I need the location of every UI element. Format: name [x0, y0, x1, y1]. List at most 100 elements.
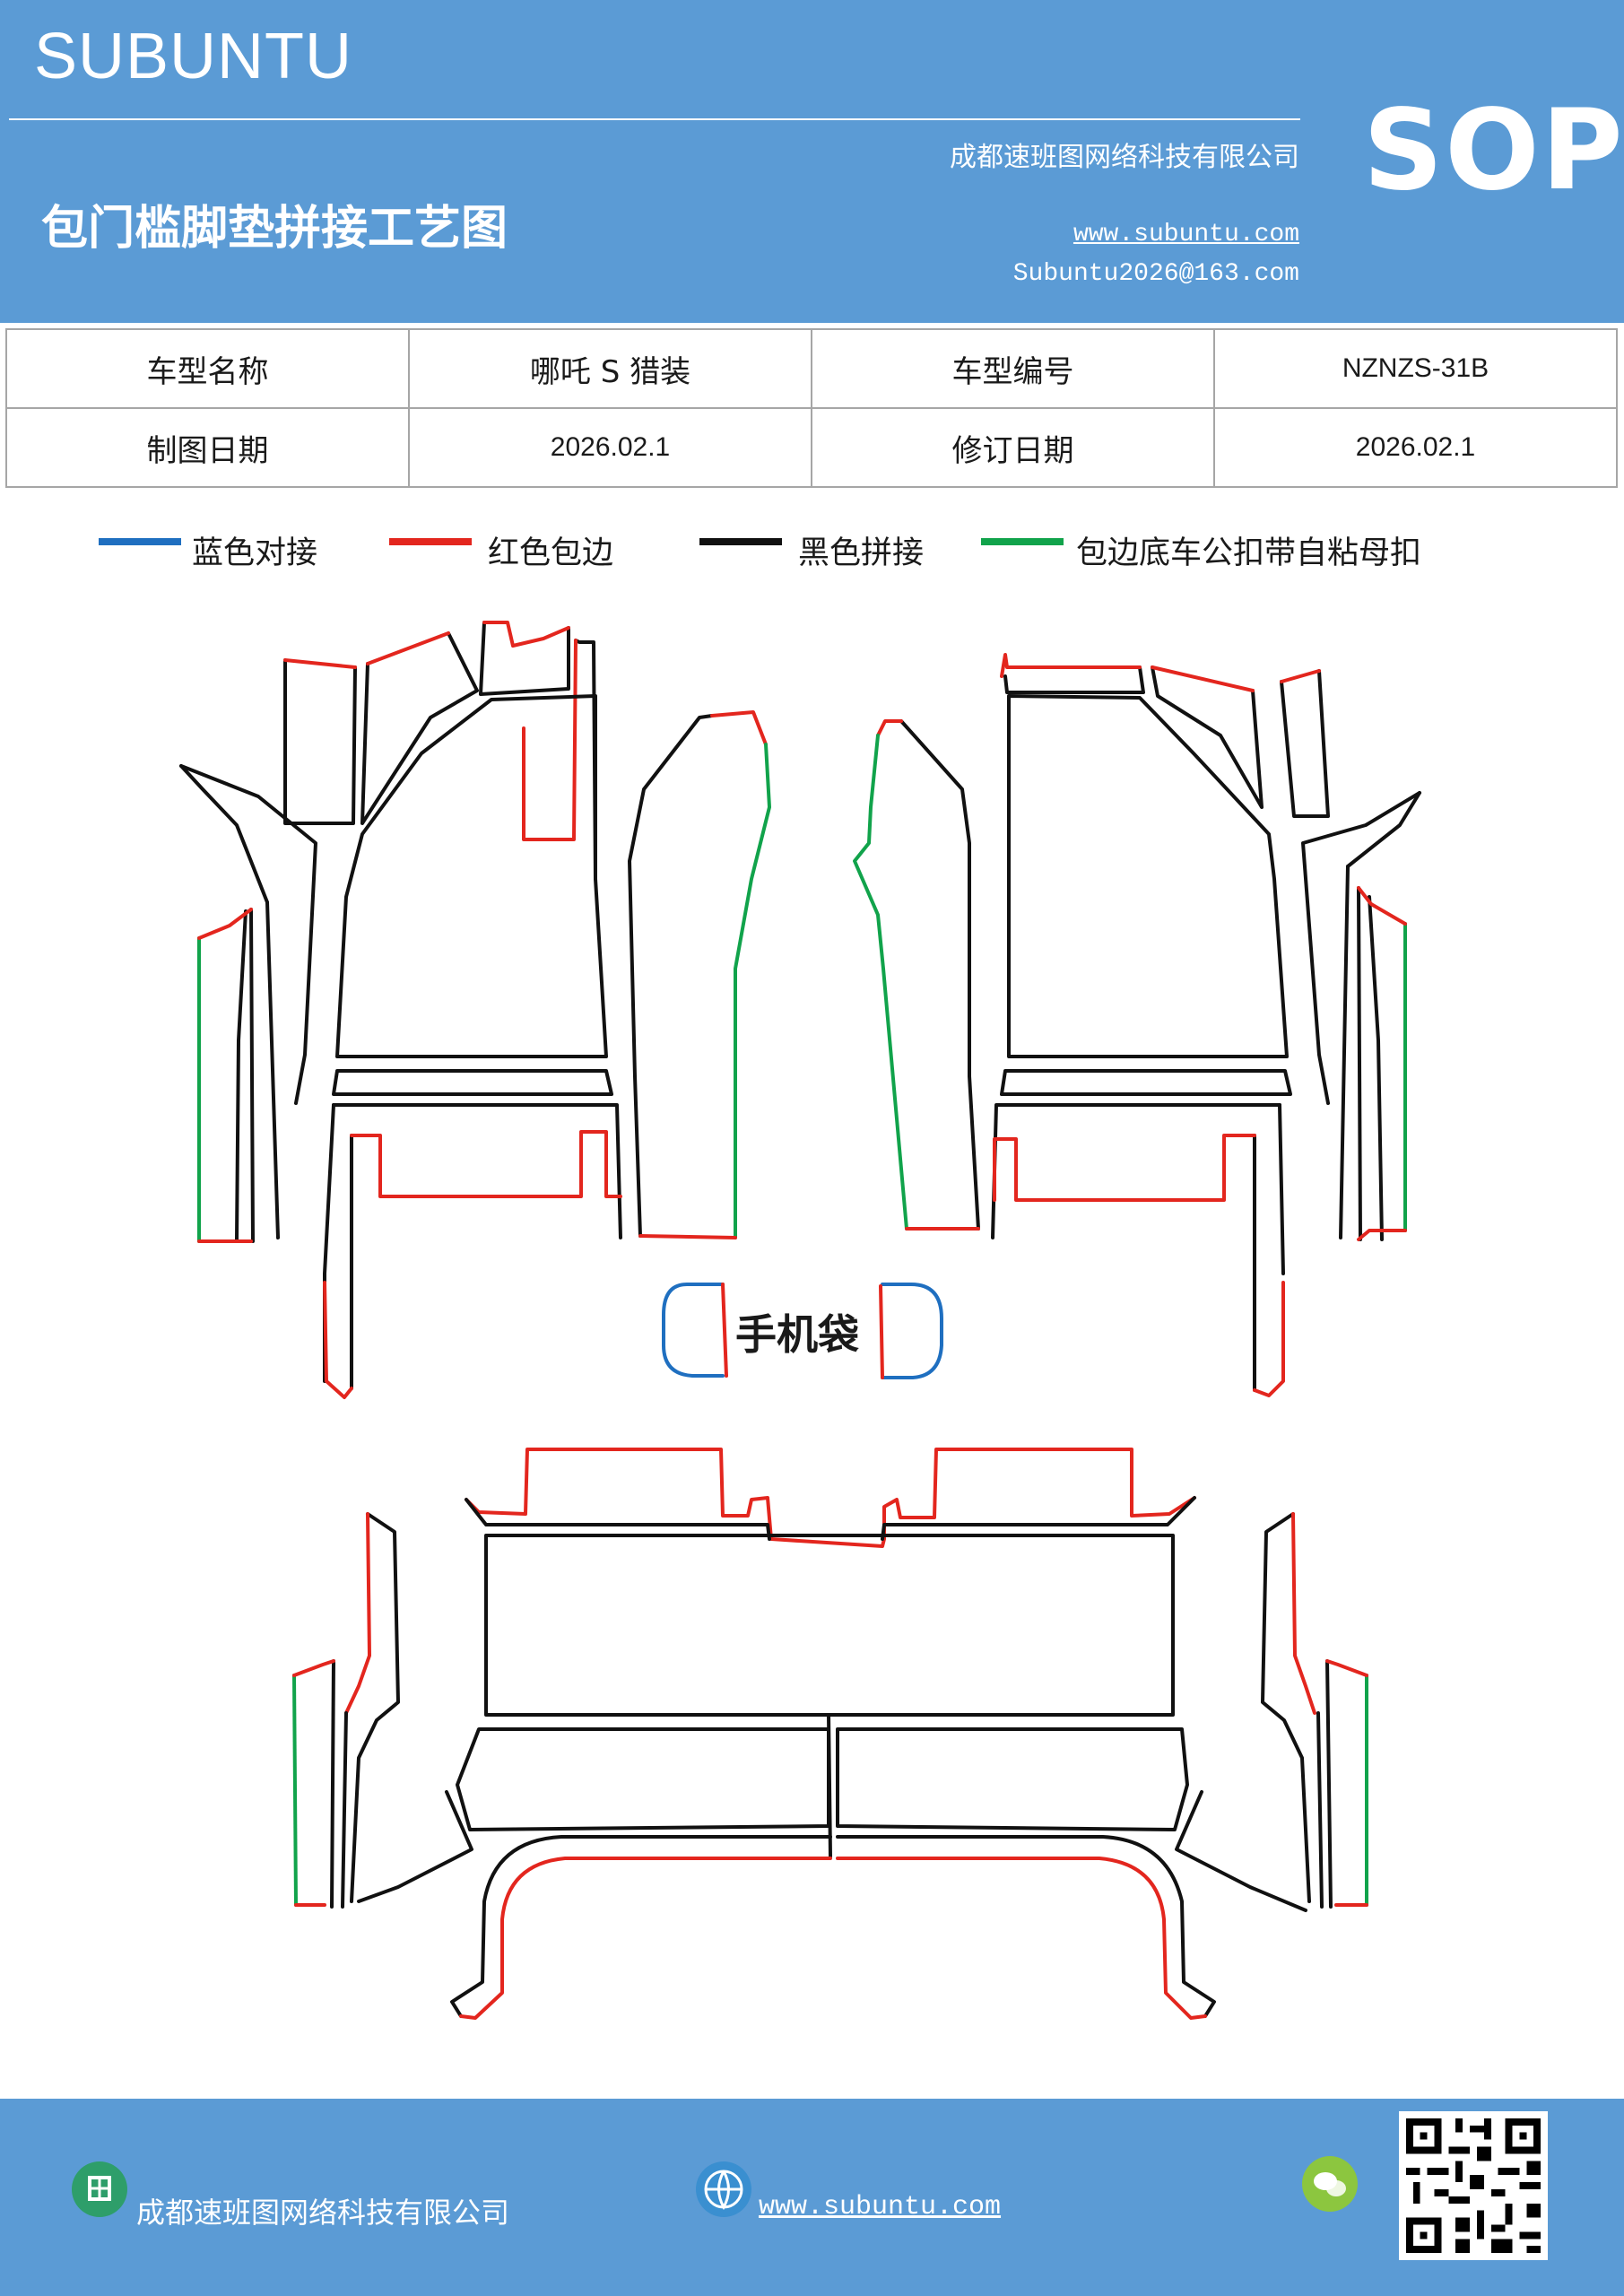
legend-label: 蓝色对接: [192, 535, 318, 571]
mat-piece: [827, 1713, 832, 1858]
mat-piece: [249, 908, 255, 1243]
footer-company-name: 成都速班图网络科技有限公司: [136, 2196, 510, 2230]
red-edge: [465, 1448, 1196, 1548]
mat-piece: [1280, 669, 1330, 818]
footer-website-link[interactable]: www.subuntu.com: [759, 2192, 1002, 2222]
red-edge: [1325, 1659, 1368, 1677]
mat-piece: [179, 764, 269, 904]
red-edge: [993, 1134, 1256, 1202]
mat-piece: [332, 1103, 622, 1239]
mat-piece: [341, 1711, 348, 1909]
legend-swatch-blue: [99, 538, 181, 545]
mat-piece: [1000, 1069, 1292, 1096]
revise-date-value: 2026.02.1: [1213, 407, 1618, 488]
red-edge: [1000, 653, 1142, 678]
vehicle-info-table: 车型名称 哪吒 S 猎装 车型编号 NZNZS-31B 制图日期 2026.02…: [5, 328, 1618, 488]
red-edge: [482, 621, 570, 648]
green-edge: [292, 1674, 298, 1907]
legend-label: 红色包边: [488, 535, 614, 571]
mat-piece: [881, 1496, 1196, 1541]
red-edge: [1357, 886, 1407, 926]
red-edge: [459, 1857, 832, 2020]
mat-piece: [1346, 791, 1421, 868]
legend-item-red: 红色包边: [389, 527, 640, 572]
wechat-icon: [1302, 2156, 1358, 2212]
mat-piece: [836, 1727, 1189, 1831]
pouch-left-seam: [721, 1283, 728, 1378]
mat-piece: [479, 621, 570, 696]
mat-piece: [335, 694, 608, 1058]
legend-swatch-black: [699, 538, 782, 545]
mat-piece: [1357, 886, 1362, 1241]
mat-piece: [1368, 895, 1384, 1241]
phone-pouch-group: [662, 1283, 943, 1379]
legend-item-blue: 蓝色对接: [99, 527, 350, 572]
green-edge: [853, 734, 908, 1231]
mat-piece: [360, 631, 479, 825]
mat-piece: [330, 1659, 335, 1909]
red-edge: [283, 658, 357, 669]
mat-piece: [456, 1727, 830, 1831]
rear-mat-group: [292, 1448, 1368, 2020]
website-link[interactable]: www.subuntu.com: [1073, 221, 1299, 248]
mat-piece: [1301, 791, 1421, 1105]
red-edge: [292, 1659, 335, 1677]
model-name-label: 车型名称: [5, 328, 410, 409]
company-name: 成都速班图网络科技有限公司: [950, 142, 1299, 173]
pouch-left: [662, 1283, 725, 1378]
mat-piece: [1261, 1512, 1311, 1903]
red-edge: [1291, 1512, 1316, 1715]
red-edge: [836, 1857, 1207, 2020]
mat-piece: [991, 1103, 1281, 1239]
legend-label: 包边底车公扣带自粘母扣: [1076, 535, 1422, 571]
red-edge: [344, 1512, 371, 1715]
header-banner: SUBUNTU 包门槛脚垫拼接工艺图 成都速班图网络科技有限公司 www.sub…: [0, 0, 1624, 323]
red-edge: [1357, 1229, 1407, 1241]
red-edge: [350, 1130, 622, 1198]
red-edge: [1253, 1281, 1285, 1397]
mat-piece: [1151, 665, 1264, 809]
red-edge: [638, 1234, 737, 1239]
footer-banner: 成都速班图网络科技有限公司 www.subuntu.com: [0, 2099, 1624, 2296]
table-row: 车型名称 哪吒 S 猎装 车型编号 NZNZS-31B: [5, 328, 1618, 409]
mat-piece: [265, 900, 280, 1239]
model-code-label: 车型编号: [811, 328, 1215, 409]
mat-piece: [450, 1835, 832, 2018]
draw-date-label: 制图日期: [5, 407, 410, 488]
model-code-value: NZNZS-31B: [1213, 328, 1618, 409]
floor-mat-diagram: [179, 621, 1421, 2020]
legend-label: 黑色拼接: [798, 535, 925, 571]
pouch-right: [881, 1283, 943, 1379]
building-icon: [72, 2161, 127, 2217]
mat-piece: [283, 658, 357, 825]
mat-piece: [628, 714, 714, 1238]
front-left-mat-group: [179, 621, 771, 1399]
draw-date-value: 2026.02.1: [408, 407, 812, 488]
globe-icon: [696, 2161, 751, 2217]
brand-name: SUBUNTU: [34, 21, 353, 92]
mat-piece: [899, 719, 980, 1231]
page-title: 包门槛脚垫拼接工艺图: [41, 202, 508, 256]
pouch-right-seam: [879, 1284, 884, 1379]
green-edge: [734, 743, 771, 1239]
red-edge: [876, 719, 903, 737]
phone-pouch-label: 手机袋: [735, 1310, 859, 1359]
mat-piece: [332, 1069, 613, 1096]
mat-piece: [235, 909, 248, 1241]
model-name-value: 哪吒 S 猎装: [408, 328, 812, 409]
mat-piece: [1325, 1659, 1333, 1909]
mat-piece: [1339, 865, 1350, 1239]
red-edge: [197, 908, 253, 940]
mat-piece: [1316, 1711, 1324, 1909]
front-right-mat-group: [853, 653, 1421, 1397]
qr-code-icon: [1399, 2111, 1548, 2260]
red-edge: [1280, 669, 1321, 683]
mat-piece: [357, 1790, 473, 1903]
mat-piece: [1003, 665, 1145, 694]
mat-piece: [1175, 1790, 1307, 1912]
red-edge: [710, 710, 768, 746]
red-edge: [1151, 665, 1255, 692]
mat-piece: [484, 1534, 1175, 1717]
revise-date-label: 修订日期: [811, 407, 1215, 488]
legend-item-black: 黑色拼接: [699, 527, 951, 572]
